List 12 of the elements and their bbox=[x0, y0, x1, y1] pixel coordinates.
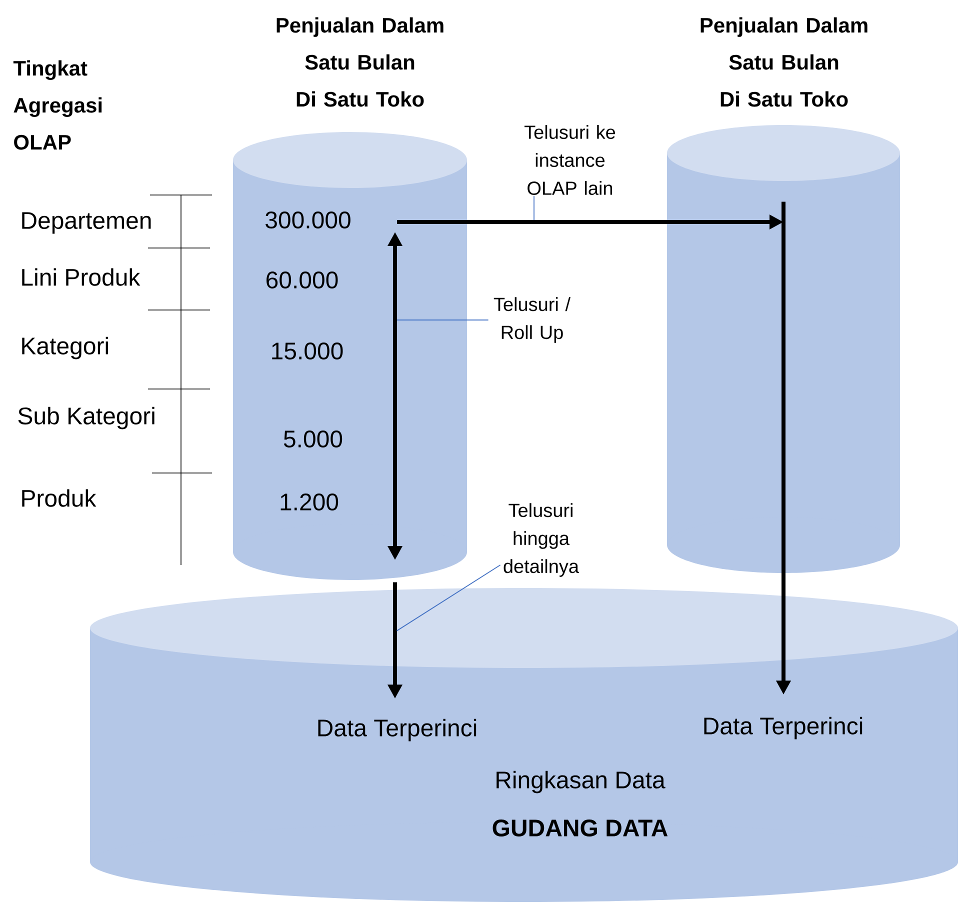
leader-line bbox=[396, 564, 501, 632]
annotation: Telusuri hingga detailnya bbox=[504, 503, 580, 577]
level-label: Kategori bbox=[22, 336, 108, 360]
level-label: Lini Produk bbox=[22, 268, 140, 286]
level-label: Departemen bbox=[22, 212, 151, 234]
annotation: Telusuri ke instance OLAP lain bbox=[524, 125, 616, 195]
cylinder-heading: Penjualan Dalam Satu Bulan Di Satu Toko bbox=[700, 17, 868, 107]
axis-title: Tingkat Agregasi OLAP bbox=[13, 60, 102, 150]
level-label: Produk bbox=[22, 489, 96, 507]
cylinder-heading: Penjualan Dalam Satu Bulan Di Satu Toko bbox=[276, 17, 444, 107]
level-label: Sub Kategori bbox=[18, 406, 154, 430]
annotation: Telusuri / Roll Up bbox=[494, 297, 571, 343]
